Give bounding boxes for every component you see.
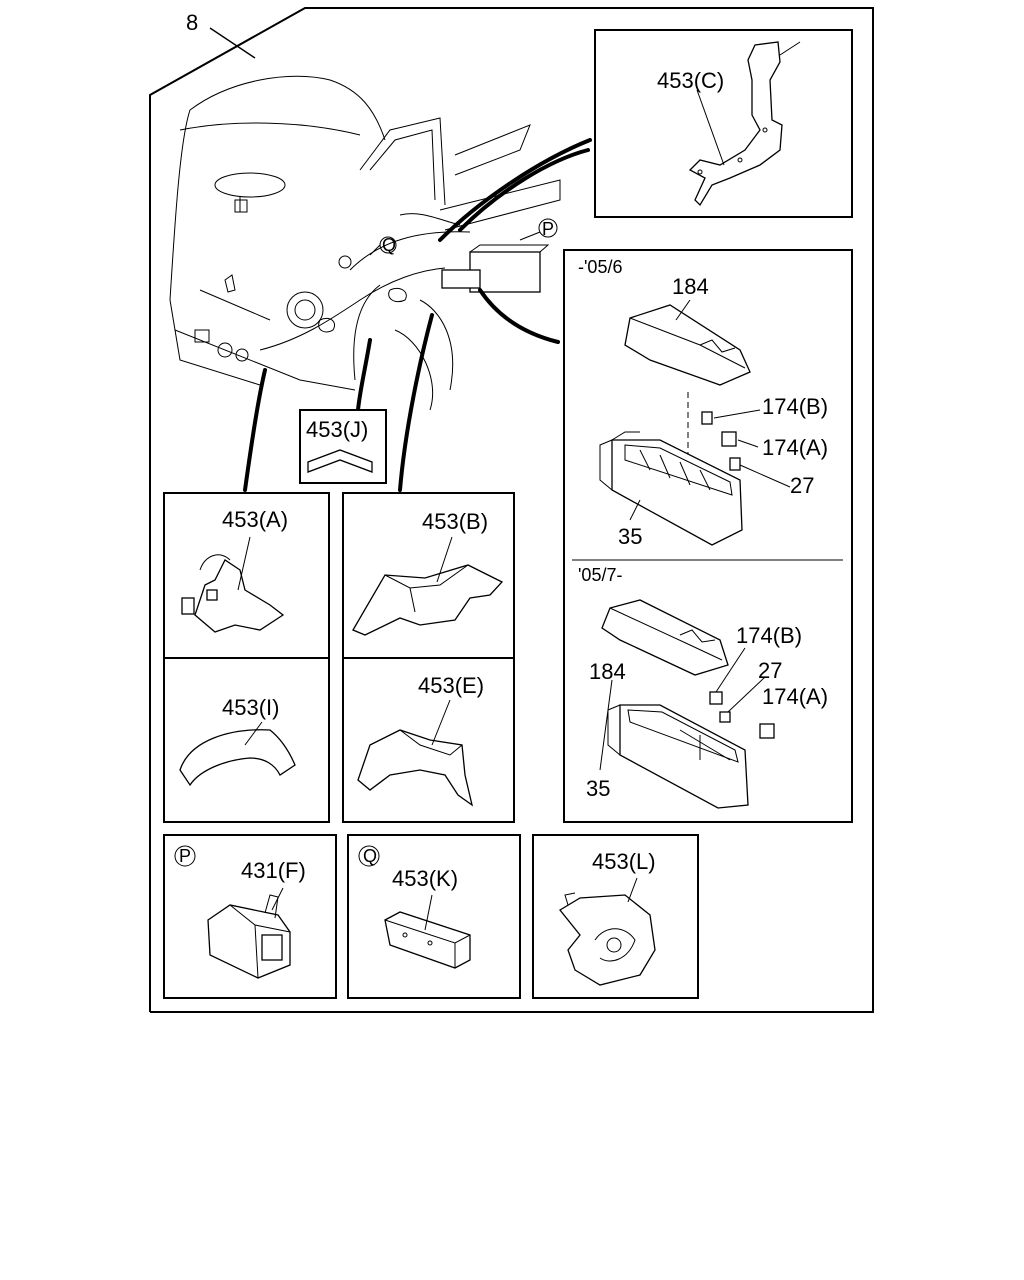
marker-q-circle: [358, 845, 380, 867]
bracket-453b-drawing: [352, 536, 504, 636]
fusebox-late-cover-label: 184: [589, 659, 626, 684]
fusebox-late-fuse-label: 27: [758, 658, 782, 683]
bracket-453i-label: 453(I): [222, 695, 279, 720]
bracket-453a-label: 453(A): [222, 507, 288, 532]
bracket-453l-drawing: [559, 877, 656, 986]
bracket-453k-drawing: [384, 894, 471, 969]
bracket-453c-drawing: [688, 41, 801, 207]
fusebox-late-box-label: 35: [586, 776, 610, 801]
bracket-453c-label: 453(C): [657, 68, 724, 93]
connector-431f-label: 431(F): [241, 858, 306, 883]
bracket-453b-label: 453(B): [422, 509, 488, 534]
connector-431f-drawing: [207, 887, 291, 979]
fusebox-early-fuse-label: 27: [790, 473, 814, 498]
bracket-453i-drawing: [179, 721, 296, 787]
marker-q-label: Q: [382, 235, 396, 255]
panel-453c: [594, 29, 853, 218]
panel-p-marker: P: [179, 846, 191, 866]
leader-lines: [243, 138, 592, 492]
bracket-453l-label: 453(L): [592, 849, 656, 874]
marker-p-label: P: [542, 219, 554, 239]
bracket-453a-drawing: [181, 536, 285, 633]
marker-p-circle: [174, 845, 196, 867]
fusebox-early-drawing: [599, 299, 791, 546]
panel-q-marker: Q: [363, 846, 377, 866]
fusebox-early-cover-label: 184: [672, 274, 709, 299]
fusebox-late-drawing: [599, 599, 775, 809]
bracket-453e-drawing: [357, 699, 474, 807]
fusebox-early-relay-b-label: 174(B): [762, 394, 828, 419]
fusebox-late-relay-a-label: 174(A): [762, 684, 828, 709]
bracket-453j-drawing: [307, 449, 373, 473]
bracket-453j-label: 453(J): [306, 417, 368, 442]
fusebox-late-period: '05/7-: [578, 565, 622, 585]
fusebox-early-period: -'05/6: [578, 257, 622, 277]
bracket-453e-label: 453(E): [418, 673, 484, 698]
fusebox-late-relay-b-label: 174(B): [736, 623, 802, 648]
panel-453a: [163, 492, 330, 659]
truck-cab-illustration: [169, 75, 561, 411]
main-frame: [149, 7, 874, 1013]
fusebox-early-relay-a-label: 174(A): [762, 435, 828, 460]
bracket-453k-label: 453(K): [392, 866, 458, 891]
fusebox-early-box-label: 35: [618, 524, 642, 549]
main-ref-label: 8: [186, 10, 198, 35]
